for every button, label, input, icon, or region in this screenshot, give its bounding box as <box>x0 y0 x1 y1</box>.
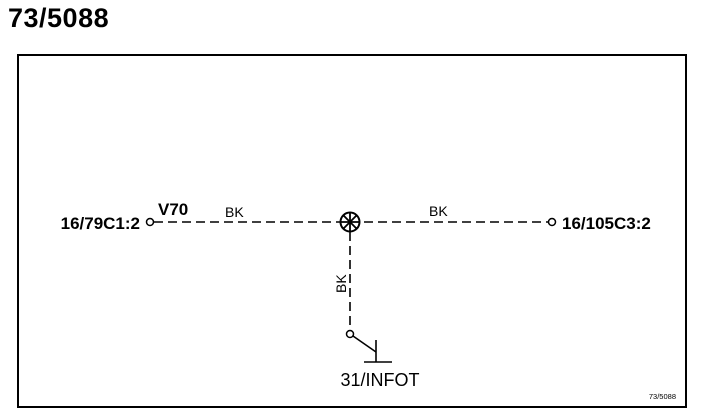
wire-code-label: V70 <box>158 200 188 219</box>
left-connector-terminal <box>145 217 155 227</box>
reference-id-label: 73/5088 <box>649 392 676 401</box>
wire-color-left-label: BK <box>225 204 244 220</box>
left-connector-label: 16/79C1:2 <box>61 214 140 233</box>
right-connector-label: 16/105C3:2 <box>562 214 651 233</box>
ground-terminal-icon <box>345 329 392 363</box>
ground-label: 31/INFOT <box>340 370 419 390</box>
splice-junction-icon <box>339 211 361 233</box>
diagram-frame <box>17 54 687 408</box>
wire-color-right-label: BK <box>429 203 448 219</box>
wire-color-down-label: BK <box>333 274 349 293</box>
page-title: 73/5088 <box>8 3 110 33</box>
right-connector-terminal <box>547 217 557 227</box>
